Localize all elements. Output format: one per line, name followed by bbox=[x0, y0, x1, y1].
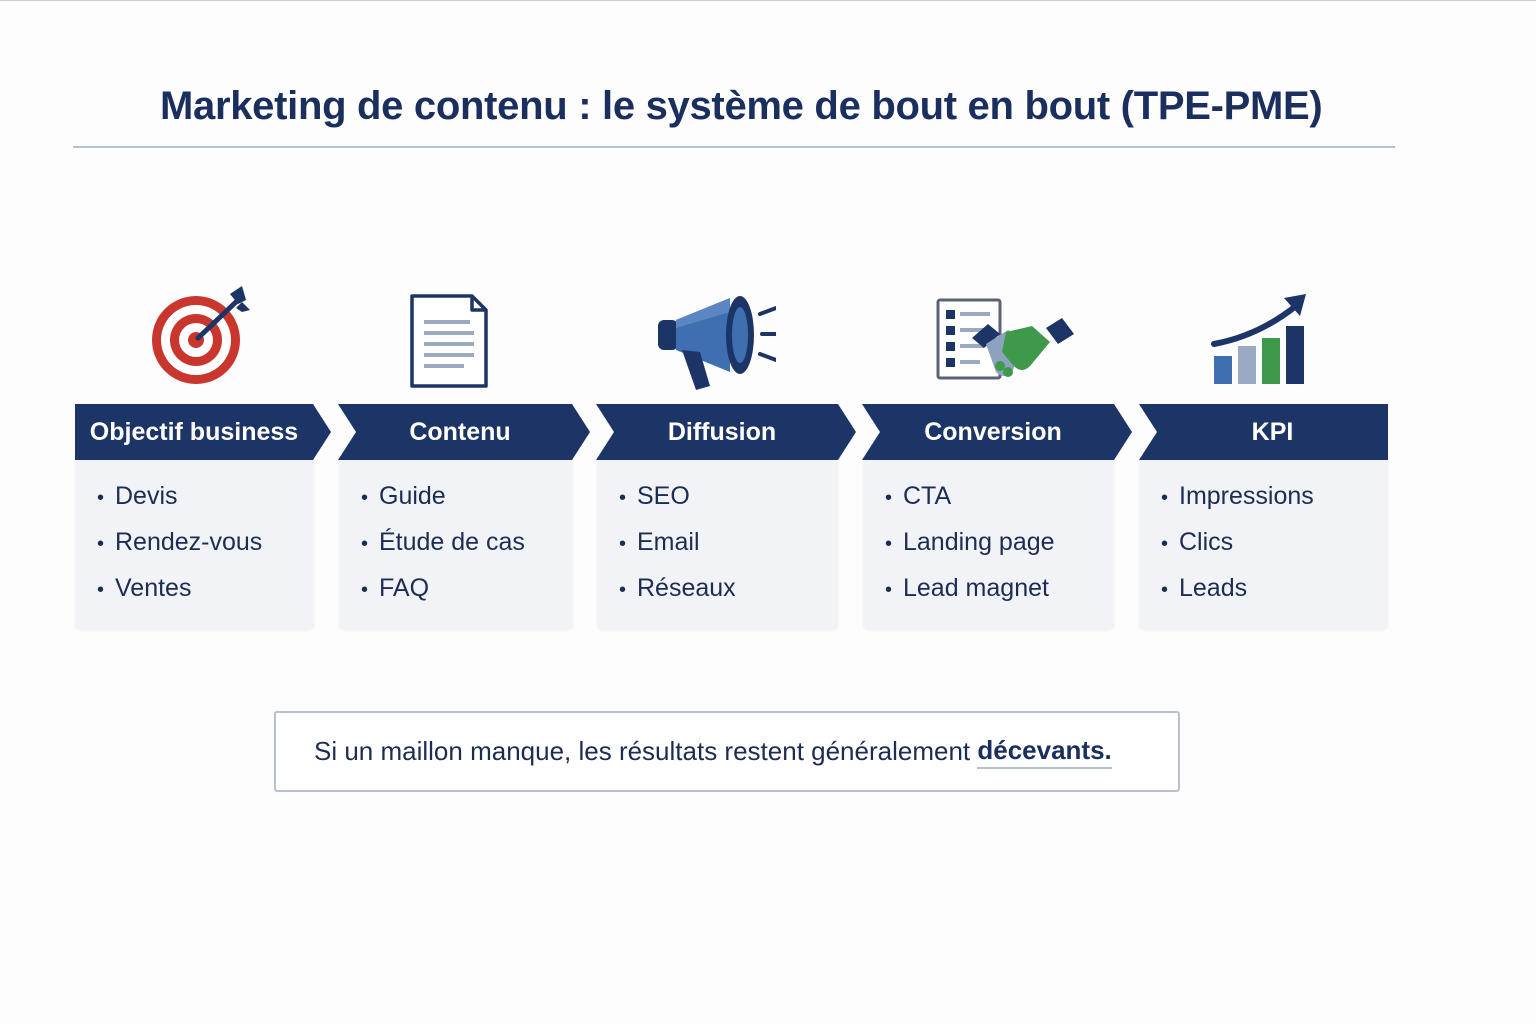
stage-label: Diffusion bbox=[667, 417, 777, 446]
stage-item-list: Devis Rendez-vous Ventes bbox=[75, 460, 314, 616]
list-item: Guide bbox=[361, 478, 573, 524]
document-icon bbox=[388, 282, 508, 392]
list-item: Clics bbox=[1161, 524, 1388, 570]
stage-label: Contenu bbox=[409, 417, 511, 446]
title-underline bbox=[73, 146, 1395, 148]
list-item: Leads bbox=[1161, 570, 1388, 616]
list-item: Réseaux bbox=[619, 570, 838, 616]
top-border bbox=[0, 0, 1536, 1]
list-item: Lead magnet bbox=[885, 570, 1114, 616]
stage-item-list: Guide Étude de cas FAQ bbox=[339, 460, 573, 616]
stage-item-list: Impressions Clics Leads bbox=[1139, 460, 1388, 616]
stage-item-list: SEO Email Réseaux bbox=[597, 460, 838, 616]
stage-label: KPI bbox=[1251, 417, 1294, 446]
target-icon bbox=[142, 282, 262, 392]
list-item: Devis bbox=[97, 478, 314, 524]
stage-label: Objectif business bbox=[89, 417, 299, 446]
stage-header-kpi: KPI bbox=[1139, 404, 1388, 460]
handshake-icon bbox=[934, 282, 1078, 392]
list-item: CTA bbox=[885, 478, 1114, 524]
stage-header-diffusion: Diffusion bbox=[596, 404, 856, 460]
list-item: Rendez-vous bbox=[97, 524, 314, 570]
stage-header-contenu: Contenu bbox=[338, 404, 590, 460]
stage-card-conversion: CTA Landing page Lead magnet bbox=[863, 460, 1114, 630]
growth-chart-icon bbox=[1204, 282, 1324, 392]
megaphone-icon bbox=[656, 282, 776, 392]
list-item: FAQ bbox=[361, 570, 573, 616]
stage-header-objectif-business: Objectif business bbox=[75, 404, 331, 460]
stage-card-contenu: Guide Étude de cas FAQ bbox=[339, 460, 573, 630]
list-item: Ventes bbox=[97, 570, 314, 616]
stage-card-kpi: Impressions Clics Leads bbox=[1139, 460, 1388, 630]
list-item: Impressions bbox=[1161, 478, 1388, 524]
note-text: Si un maillon manque, les résultats rest… bbox=[314, 736, 978, 766]
list-item: SEO bbox=[619, 478, 838, 524]
stage-label: Conversion bbox=[924, 417, 1062, 446]
stage-card-diffusion: SEO Email Réseaux bbox=[597, 460, 838, 630]
list-item: Email bbox=[619, 524, 838, 570]
stage-header-conversion: Conversion bbox=[862, 404, 1132, 460]
list-item: Étude de cas bbox=[361, 524, 573, 570]
note-callout: Si un maillon manque, les résultats rest… bbox=[274, 711, 1180, 792]
list-item: Landing page bbox=[885, 524, 1114, 570]
note-emphasis: décevants. bbox=[977, 735, 1112, 769]
page-title: Marketing de contenu : le système de bou… bbox=[160, 84, 1323, 128]
stage-card-objectif-business: Devis Rendez-vous Ventes bbox=[75, 460, 314, 630]
stage-item-list: CTA Landing page Lead magnet bbox=[863, 460, 1114, 616]
